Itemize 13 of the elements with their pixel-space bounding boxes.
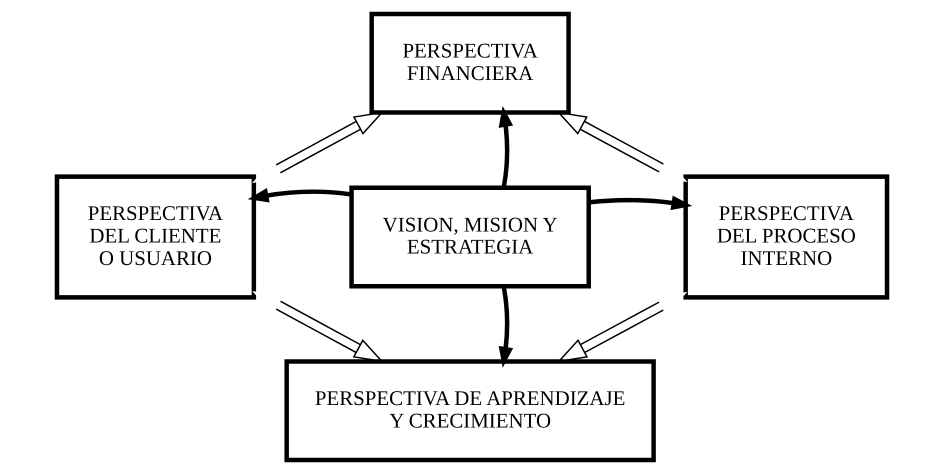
node-box: PERSPECTIVA FINANCIERA	[369, 12, 571, 115]
arrow	[556, 292, 688, 362]
arrow	[248, 188, 352, 202]
node-box: PERSPECTIVA DE APRENDIZAJE Y CRECIMIENTO	[284, 359, 656, 462]
node-box: PERSPECTIVA DEL PROCESO INTERNO	[683, 174, 890, 300]
arrow	[252, 290, 384, 362]
node-box: PERSPECTIVA DEL CLIENTE O USUARIO	[54, 174, 256, 300]
arrow	[498, 286, 514, 368]
arrow	[498, 106, 514, 188]
arrow	[252, 111, 384, 184]
arrow	[588, 196, 692, 210]
arrow	[556, 111, 688, 182]
node-box: VISION, MISION Y ESTRATEGIA	[349, 186, 591, 288]
